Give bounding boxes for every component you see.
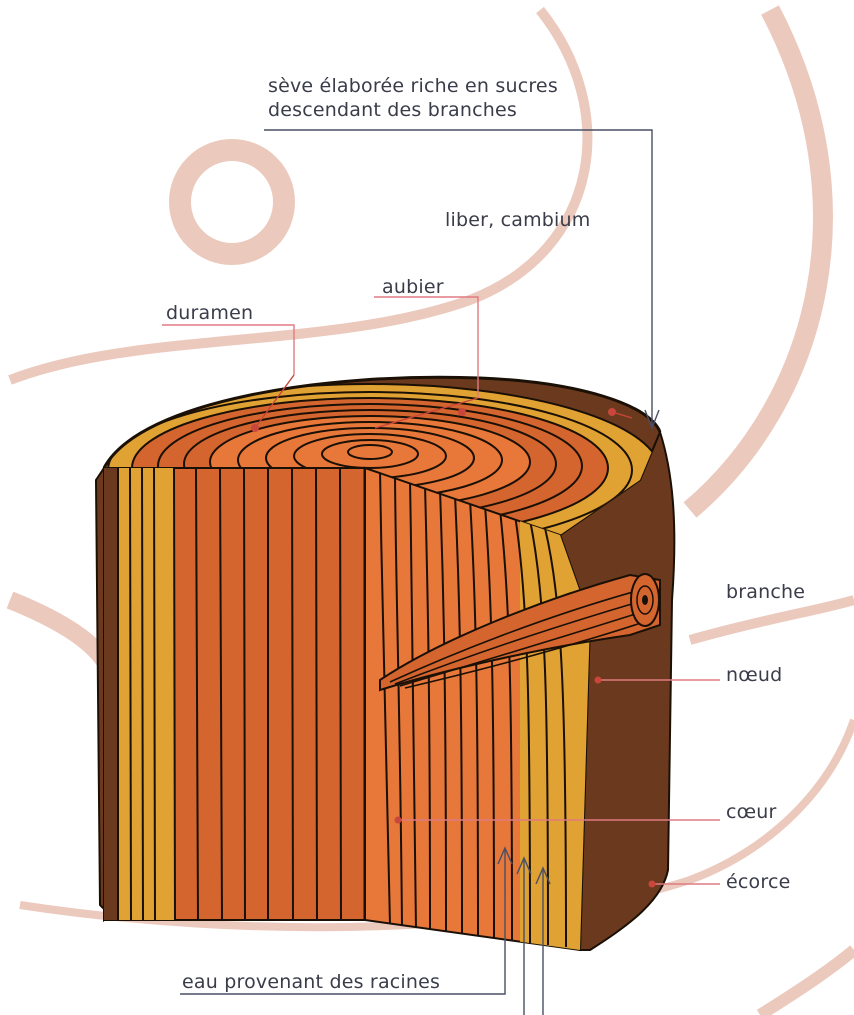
seve-label-line1: sève élaborée riche en sucres bbox=[268, 74, 558, 98]
left-cut-face bbox=[104, 468, 365, 920]
duramen-dot bbox=[251, 424, 259, 432]
eau-label: eau provenant des racines bbox=[182, 970, 440, 994]
noeud-dot bbox=[595, 677, 602, 684]
liber-dot bbox=[608, 408, 616, 416]
ecorce-dot bbox=[649, 881, 656, 888]
branche-label: branche bbox=[726, 580, 805, 604]
coeur-label: cœur bbox=[726, 800, 777, 824]
swirl-arc-1 bbox=[10, 10, 587, 380]
noeud-label: nœud bbox=[726, 663, 782, 687]
duramen-label: duramen bbox=[166, 301, 253, 325]
background-ring bbox=[180, 150, 284, 254]
swirl-arc-2 bbox=[690, 10, 823, 510]
seve-label: sève élaborée riche en sucres descendant… bbox=[268, 74, 558, 122]
ecorce-label: écorce bbox=[726, 870, 791, 894]
swirl-arc-6 bbox=[760, 950, 854, 1015]
swirl-arc-5 bbox=[690, 600, 854, 640]
coeur-dot bbox=[395, 817, 402, 824]
liber-cambium-label: liber, cambium bbox=[445, 208, 591, 232]
swirl-arc-3 bbox=[10, 600, 104, 660]
aubier-label: aubier bbox=[382, 275, 444, 299]
aubier-dot bbox=[458, 408, 466, 416]
seve-label-line2: descendant des branches bbox=[268, 98, 558, 122]
